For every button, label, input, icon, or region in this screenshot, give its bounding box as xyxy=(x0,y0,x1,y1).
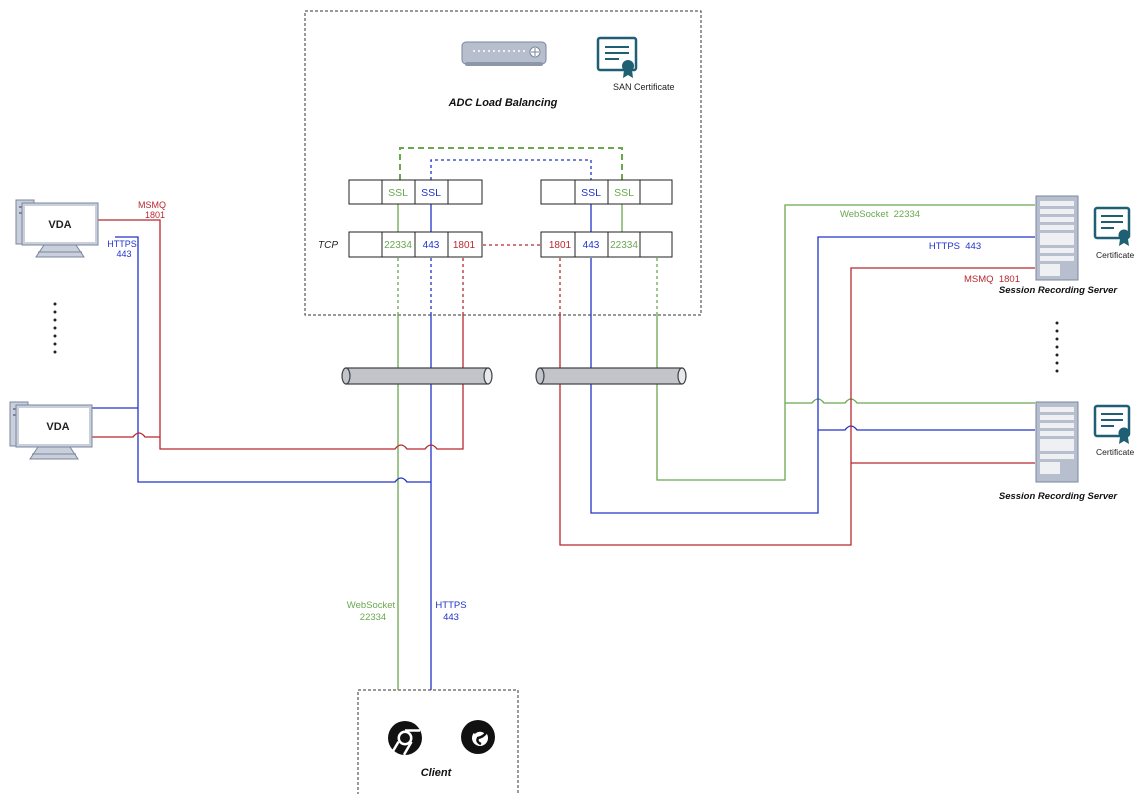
adc-title: ADC Load Balancing xyxy=(448,97,558,109)
left-ssl-green: SSL xyxy=(388,187,408,199)
server-websocket-line xyxy=(656,204,1035,481)
left-tcp-port-1801: 1801 xyxy=(453,240,476,251)
adc-appliance-icon xyxy=(461,41,547,66)
client-https-port: 443 xyxy=(443,612,459,623)
vda-https-line xyxy=(92,236,431,483)
tcp-label: TCP xyxy=(318,240,338,251)
left-tcp-port-22334: 22334 xyxy=(384,240,412,251)
vda2-msmq-line xyxy=(92,432,160,438)
vda-bottom-icon xyxy=(9,401,93,460)
server-https-label: HTTPS 443 xyxy=(929,241,981,252)
server-top-icon xyxy=(1035,195,1079,281)
right-tcp-port-1801: 1801 xyxy=(549,240,572,251)
right-pipe xyxy=(535,367,687,385)
san-certificate-icon xyxy=(596,36,638,78)
left-pipe xyxy=(341,367,493,385)
server-bottom-icon xyxy=(1035,401,1079,483)
server-bottom-name: Session Recording Server xyxy=(999,491,1119,502)
vda-ellipsis-icon xyxy=(53,302,57,354)
client-websocket-label: WebSocket xyxy=(347,600,396,611)
right-tcp-port-22334: 22334 xyxy=(610,240,638,251)
ssl-link-green xyxy=(399,147,623,180)
client-boundary xyxy=(357,689,519,794)
right-msmq-line xyxy=(559,267,1035,546)
server-top-certificate-icon xyxy=(1093,206,1131,246)
server-msmq-label: MSMQ 1801 xyxy=(964,274,1020,285)
vda-msmq-line xyxy=(98,219,464,450)
vda-bottom-label: VDA xyxy=(46,421,69,433)
vda-msmq-label: MSMQ xyxy=(138,200,166,210)
right-https-line xyxy=(590,236,1035,514)
right-tcp-port-443: 443 xyxy=(583,240,600,251)
server2-websocket-line xyxy=(785,398,1035,404)
server-websocket-label: WebSocket 22334 xyxy=(840,209,920,220)
server-bottom-certificate-icon xyxy=(1093,404,1131,444)
right-ssl-green: SSL xyxy=(614,187,634,199)
vda-https-label: HTTPS xyxy=(107,239,137,249)
left-ssl-blue: SSL xyxy=(421,187,441,199)
server-ellipsis-icon xyxy=(1055,321,1059,373)
right-ssl-row: SSL SSL xyxy=(540,179,673,205)
connection-lines xyxy=(92,147,1035,690)
vda-msmq-port: 1801 xyxy=(145,210,165,220)
vda-top-icon xyxy=(15,199,99,258)
left-tcp-port-443: 443 xyxy=(423,240,440,251)
left-ssl-row: SSL SSL xyxy=(348,179,483,205)
vda-top-label: VDA xyxy=(48,219,71,231)
firefox-icon xyxy=(461,720,495,754)
client-https-label: HTTPS xyxy=(435,600,466,611)
chrome-icon xyxy=(388,721,422,756)
client-websocket-port: 22334 xyxy=(360,612,386,623)
server-bottom-certificate-label: Certificate xyxy=(1096,447,1135,457)
ssl-link-blue xyxy=(430,159,592,180)
client-title: Client xyxy=(421,767,453,779)
right-ssl-blue: SSL xyxy=(581,187,601,199)
right-tcp-row: 1801 443 22334 xyxy=(540,231,673,258)
san-certificate-label: SAN Certificate xyxy=(613,82,675,92)
server-top-name: Session Recording Server xyxy=(999,285,1119,296)
vda-https-port: 443 xyxy=(116,249,131,259)
left-tcp-row: 22334 443 1801 xyxy=(348,231,483,258)
adc-boundary xyxy=(304,10,702,316)
server-top-certificate-label: Certificate xyxy=(1096,250,1135,260)
